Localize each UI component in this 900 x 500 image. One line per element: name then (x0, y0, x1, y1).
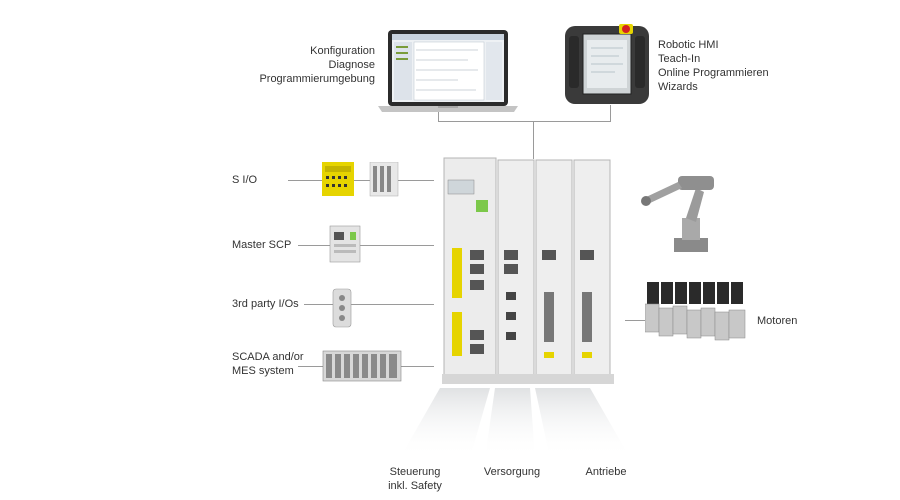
laptop-bus-line (438, 108, 439, 122)
master-scp-connector (298, 245, 434, 246)
hmi-caption-line: Teach-In (658, 53, 701, 65)
bottom-label-steuerung: Steuerung inkl. Safety (388, 466, 442, 492)
top-bus-line (438, 121, 611, 122)
third-party-io-label: 3rd party I/Os (232, 298, 299, 310)
scada-mes-label: SCADA and/or MES system (232, 351, 304, 377)
controller-drive-system-image (432, 152, 632, 387)
bottom-label-antriebe: Antriebe (585, 466, 627, 478)
sio-connector (288, 180, 434, 181)
hmi-caption-line: Robotic HMI (658, 39, 719, 51)
master-scp-label: Master SCP (232, 239, 292, 251)
motor-connector (625, 320, 645, 321)
floor-reflection (400, 388, 630, 458)
controller-drop-line (533, 121, 534, 159)
laptop-caption-line: Programmierumgebung (259, 73, 375, 85)
laptop-image (378, 28, 518, 114)
hmi-bus-line (610, 105, 611, 122)
third-party-connector (304, 304, 434, 305)
laptop-caption: Konfiguration Diagnose Programmierumgebu… (210, 44, 375, 86)
sio-label: S I/O (232, 174, 258, 186)
third-party-io-image (330, 288, 354, 328)
hmi-caption-line: Wizards (658, 81, 698, 93)
laptop-caption-line: Diagnose (328, 59, 375, 71)
safety-io-module-image (322, 162, 400, 198)
hmi-caption: Robotic HMI Teach-In Online Programmiere… (658, 38, 808, 94)
teach-pendant-image (563, 22, 651, 108)
scada-rack-image (322, 350, 402, 382)
robot-arm-image (638, 168, 724, 256)
master-scp-image (328, 224, 362, 264)
bottom-label-versorgung: Versorgung (483, 466, 541, 478)
motors-image (645, 280, 751, 344)
hmi-caption-line: Online Programmieren (658, 67, 769, 79)
motors-label: Motoren (757, 315, 798, 327)
laptop-caption-line: Konfiguration (310, 45, 375, 57)
